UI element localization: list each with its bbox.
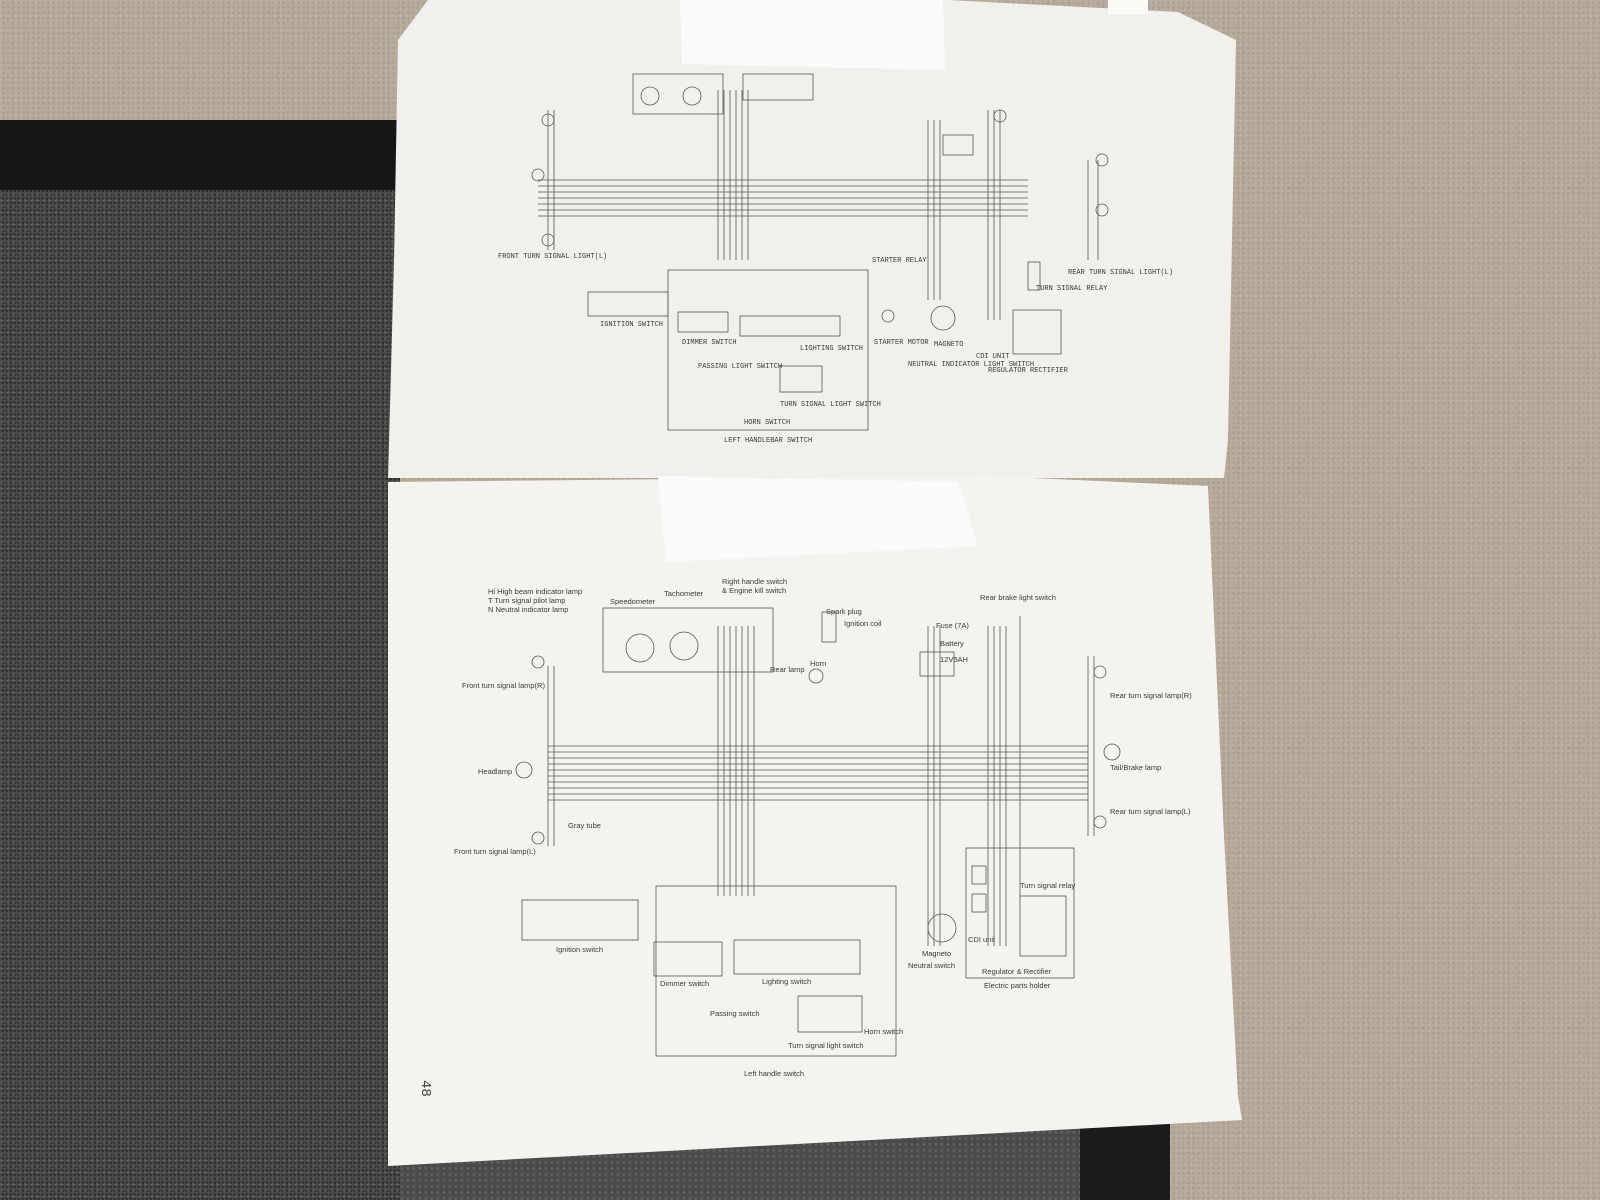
label-rear-turn-signal-r: Rear turn signal lamp(R) — [1110, 691, 1192, 700]
label-dimmer-switch-b: Dimmer switch — [660, 979, 709, 988]
label-electric-parts-holder: Electric parts holder — [984, 981, 1051, 990]
label-cdi-unit: CDI UNIT — [976, 353, 1010, 361]
legend-neutral: N Neutral indicator lamp — [488, 605, 568, 614]
label-tachometer: Tachometer — [664, 589, 704, 598]
wiring-diagram-top — [531, 73, 1109, 431]
label-gray-tube: Gray tube — [568, 821, 601, 830]
wiring-diagram-bottom — [515, 607, 1121, 1057]
label-tail-brake-lamp: Tail/Brake lamp — [1110, 763, 1161, 772]
label-neutral-switch: Neutral switch — [908, 961, 955, 970]
label-neutral-indicator: NEUTRAL INDICATOR LIGHT SWITCH — [908, 361, 1034, 369]
label-battery: Battery — [940, 639, 964, 648]
label-turn-signal-relay: TURN SIGNAL RELAY — [1036, 285, 1108, 293]
label-magneto-b: Magneto — [922, 949, 951, 958]
label-headlamp: Headlamp — [478, 767, 512, 776]
label-turn-signal-relay-b: Turn signal relay — [1020, 881, 1075, 890]
label-horn-switch-b: Horn switch — [864, 1027, 903, 1036]
manual-top-page: PASSING LIGHT SWITCH TURN SIGNAL LIGHT S… — [388, 0, 1236, 478]
label-ignition-coil: Ignition coil — [844, 619, 882, 628]
label-passing-light-switch: PASSING LIGHT SWITCH — [698, 363, 782, 371]
label-cdi-unit-b: CDI unit — [968, 935, 996, 944]
label-ignition-switch: IGNITION SWITCH — [600, 321, 663, 329]
legend-turn-signal: T Turn signal pilot lamp — [488, 596, 565, 605]
label-rear-turn-signal: REAR TURN SIGNAL LIGHT(L) — [1068, 269, 1173, 277]
label-starter-motor: STARTER MOTOR — [874, 339, 929, 347]
label-lighting-switch-b: Lighting switch — [762, 977, 811, 986]
label-front-turn-signal-r: Front turn signal lamp(R) — [462, 681, 545, 690]
tape-top — [680, 0, 945, 70]
label-fuse: Fuse (7A) — [936, 621, 969, 630]
label-regulator-rectifier-b: Regulator & Rectifier — [982, 967, 1052, 976]
label-battery-spec: 12V5AH — [940, 655, 968, 664]
label-dimmer-switch: DIMMER SWITCH — [682, 339, 737, 347]
label-spark-plug: Spark plug — [826, 607, 862, 616]
label-left-handlebar-switch: LEFT HANDLEBAR SWITCH — [724, 437, 812, 445]
label-lighting-switch: LIGHTING SWITCH — [800, 345, 863, 353]
dark-floor-mat — [0, 120, 400, 1200]
label-passing-switch: Passing switch — [710, 1009, 760, 1018]
label-horn-switch: HORN SWITCH — [744, 419, 790, 427]
label-rear-brake-light-switch: Rear brake light switch — [980, 593, 1056, 602]
legend-high-beam: Hi High beam indicator lamp — [488, 587, 582, 596]
bottom-page-labels: Hi High beam indicator lamp T Turn signa… — [417, 577, 1192, 1097]
label-ignition-switch-b: Ignition switch — [556, 945, 603, 954]
label-rear-turn-signal-l: Rear turn signal lamp(L) — [1110, 807, 1191, 816]
label-regulator-rectifier: REGULATOR RECTIFIER — [988, 367, 1069, 375]
page-number: 48 — [417, 1080, 433, 1097]
label-horn: Horn — [810, 659, 826, 668]
label-right-handle-switch: Right handle switch — [722, 577, 787, 586]
label-turn-signal-light-switch: TURN SIGNAL LIGHT SWITCH — [780, 401, 881, 409]
label-turn-signal-switch: Turn signal light switch — [788, 1041, 864, 1050]
label-front-turn-signal-l: Front turn signal lamp(L) — [454, 847, 536, 856]
label-rear-lamp: Rear lamp — [770, 665, 805, 674]
label-front-turn-signal: FRONT TURN SIGNAL LIGHT(L) — [498, 253, 607, 261]
mat-edge — [0, 120, 400, 190]
label-starter-relay: STARTER RELAY — [872, 257, 927, 265]
label-speedometer: Speedometer — [610, 597, 656, 606]
label-magneto: MAGNETO — [934, 341, 963, 349]
tape-bottom — [658, 476, 978, 562]
top-page-labels: PASSING LIGHT SWITCH TURN SIGNAL LIGHT S… — [498, 253, 1173, 445]
label-engine-kill-switch: & Engine kill switch — [722, 586, 786, 595]
manual-bottom-page: Hi High beam indicator lamp T Turn signa… — [388, 476, 1242, 1166]
label-left-handle-switch: Left handle switch — [744, 1069, 804, 1078]
